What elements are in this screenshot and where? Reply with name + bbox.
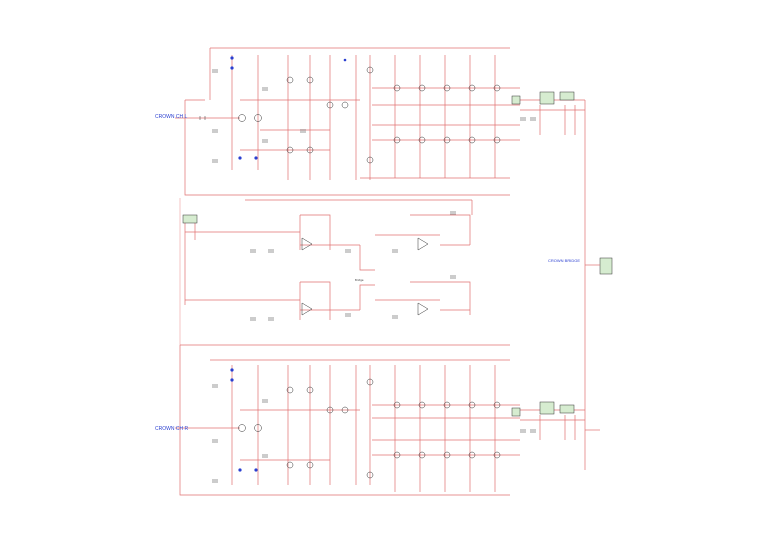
crown-bridge-label: CROWN BRIDGE	[548, 258, 580, 263]
amplifier-channel-left: CROWN CH L	[155, 47, 586, 470]
bridge-section: Bridge CROWN BRIDGE	[179, 198, 613, 345]
crown-ch-l-label: CROWN CH L	[155, 114, 187, 120]
crown-ch-r-label: CROWN CH R	[155, 426, 188, 432]
amplifier-channel-right: CROWN CH R	[155, 344, 600, 496]
bridge-label: Bridge	[355, 278, 364, 282]
